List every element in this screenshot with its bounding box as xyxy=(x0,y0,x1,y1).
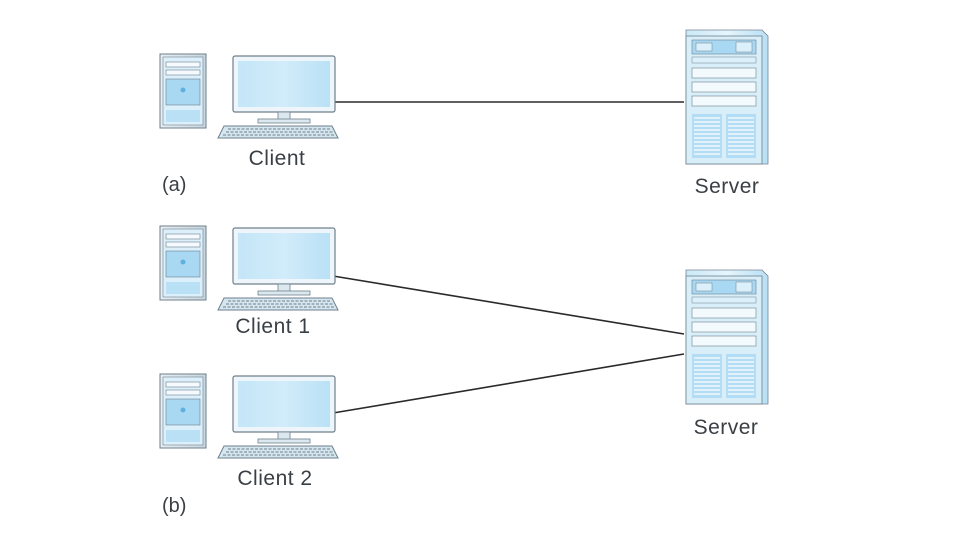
desktop-computer-icon xyxy=(159,53,339,139)
panel-label-a: (a) xyxy=(162,174,186,196)
link-client2-server-b xyxy=(332,353,685,414)
server-a xyxy=(685,29,769,165)
client-computer-b1 xyxy=(159,225,339,311)
client-computer-a xyxy=(159,53,339,139)
server-b xyxy=(685,269,769,405)
server-tower-icon xyxy=(685,29,769,165)
server-tower-icon xyxy=(685,269,769,405)
link-client1-server-b xyxy=(332,275,685,335)
client-label-b2: Client 2 xyxy=(237,467,312,490)
server-label-b: Server xyxy=(694,416,759,439)
panel-label-b: (b) xyxy=(162,495,186,517)
desktop-computer-icon xyxy=(159,225,339,311)
client-label-a: Client xyxy=(249,147,306,170)
desktop-computer-icon xyxy=(159,373,339,459)
client-label-b1: Client 1 xyxy=(235,315,310,338)
server-label-a: Server xyxy=(695,175,760,198)
client-computer-b2 xyxy=(159,373,339,459)
